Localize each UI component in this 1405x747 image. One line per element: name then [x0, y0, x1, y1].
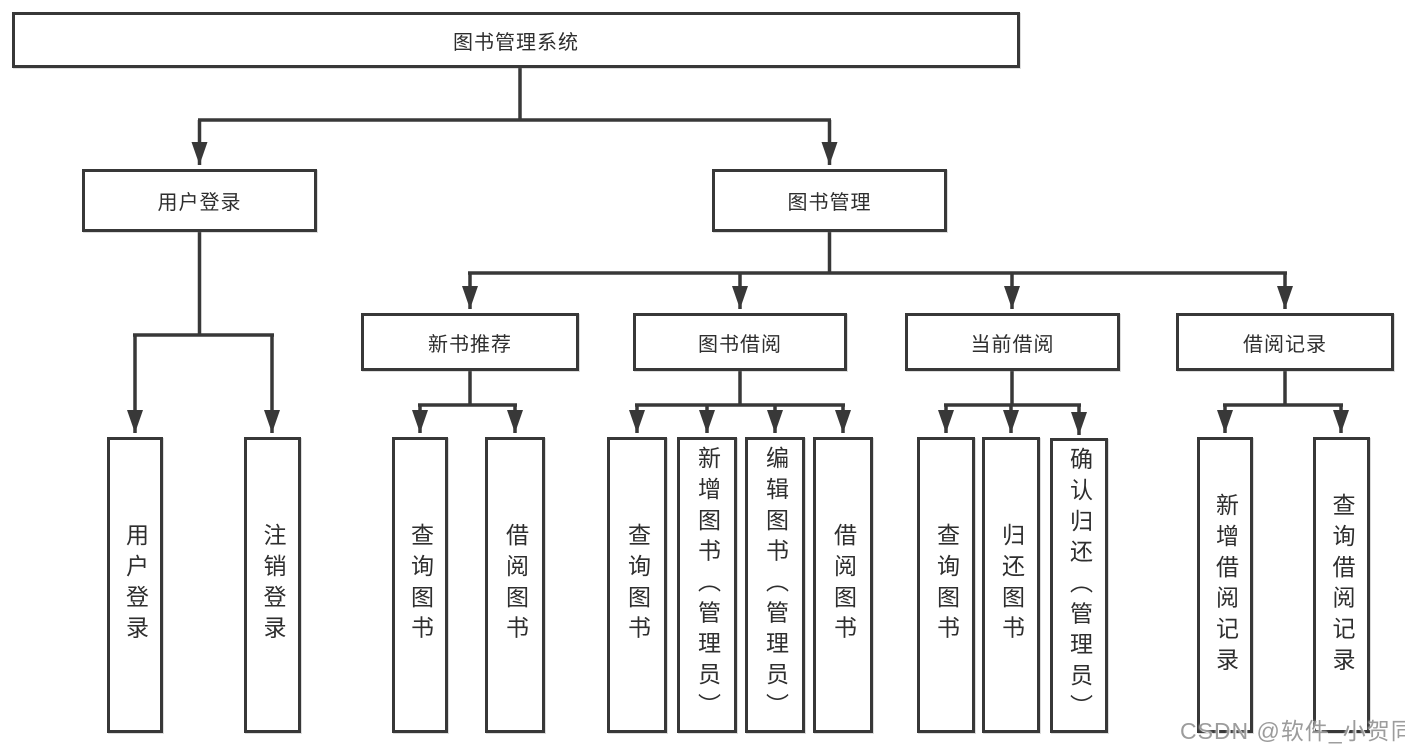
csdn-watermark: CSDN @软件_小贺同学 [1180, 718, 1405, 744]
node-book-management-label: 图书管理 [787, 192, 872, 214]
leaf-borrow-books-1-label: 借阅图书 [502, 523, 529, 647]
leaf-return-books: 归还图书 [982, 437, 1040, 733]
node-book-borrow-label: 图书借阅 [698, 333, 782, 356]
leaf-add-borrow-record-label: 新增借阅记录 [1212, 492, 1239, 678]
leaf-query-books-1: 查询图书 [392, 437, 448, 733]
node-book-management: 图书管理 [712, 169, 947, 232]
leaf-edit-books-admin: 编辑图书（管理员） [745, 437, 805, 733]
node-user-login: 用户登录 [82, 169, 317, 232]
node-root: 图书管理系统 [12, 12, 1020, 68]
leaf-borrow-books-2-label: 借阅图书 [830, 523, 857, 647]
leaf-query-books-1-label: 查询图书 [407, 523, 434, 647]
node-current-borrow: 当前借阅 [905, 313, 1120, 371]
node-new-book-recommend-label: 新书推荐 [428, 333, 512, 356]
leaf-query-books-2: 查询图书 [607, 437, 667, 733]
leaf-user-login-label: 用户登录 [122, 523, 149, 647]
leaf-query-borrow-record-label: 查询借阅记录 [1329, 492, 1355, 678]
leaf-add-books-admin: 新增图书（管理员） [677, 437, 737, 733]
node-book-borrow: 图书借阅 [633, 313, 847, 371]
leaf-return-books-label: 归还图书 [998, 523, 1025, 647]
leaf-borrow-books-2: 借阅图书 [813, 437, 873, 733]
leaf-query-books-3-label: 查询图书 [933, 523, 960, 647]
leaf-add-books-admin-label: 新增图书（管理员） [694, 446, 721, 724]
leaf-logout: 注销登录 [244, 437, 301, 733]
leaf-query-books-2-label: 查询图书 [624, 523, 651, 647]
node-borrow-records: 借阅记录 [1176, 313, 1394, 371]
leaf-confirm-return-admin: 确认归还（管理员） [1050, 438, 1108, 733]
node-user-login-label: 用户登录 [157, 192, 242, 214]
node-borrow-records-label: 借阅记录 [1243, 333, 1327, 356]
leaf-edit-books-admin-label: 编辑图书（管理员） [762, 446, 789, 724]
node-root-label: 图书管理系统 [453, 31, 579, 54]
node-current-borrow-label: 当前借阅 [970, 333, 1055, 356]
node-new-book-recommend: 新书推荐 [361, 313, 579, 371]
leaf-query-borrow-record: 查询借阅记录 [1313, 437, 1370, 733]
leaf-logout-label: 注销登录 [260, 523, 286, 647]
leaf-borrow-books-1: 借阅图书 [485, 437, 545, 733]
leaf-user-login: 用户登录 [107, 437, 163, 733]
leaf-query-books-3: 查询图书 [917, 437, 975, 733]
leaf-confirm-return-admin-label: 确认归还（管理员） [1066, 446, 1093, 725]
leaf-add-borrow-record: 新增借阅记录 [1197, 437, 1253, 733]
